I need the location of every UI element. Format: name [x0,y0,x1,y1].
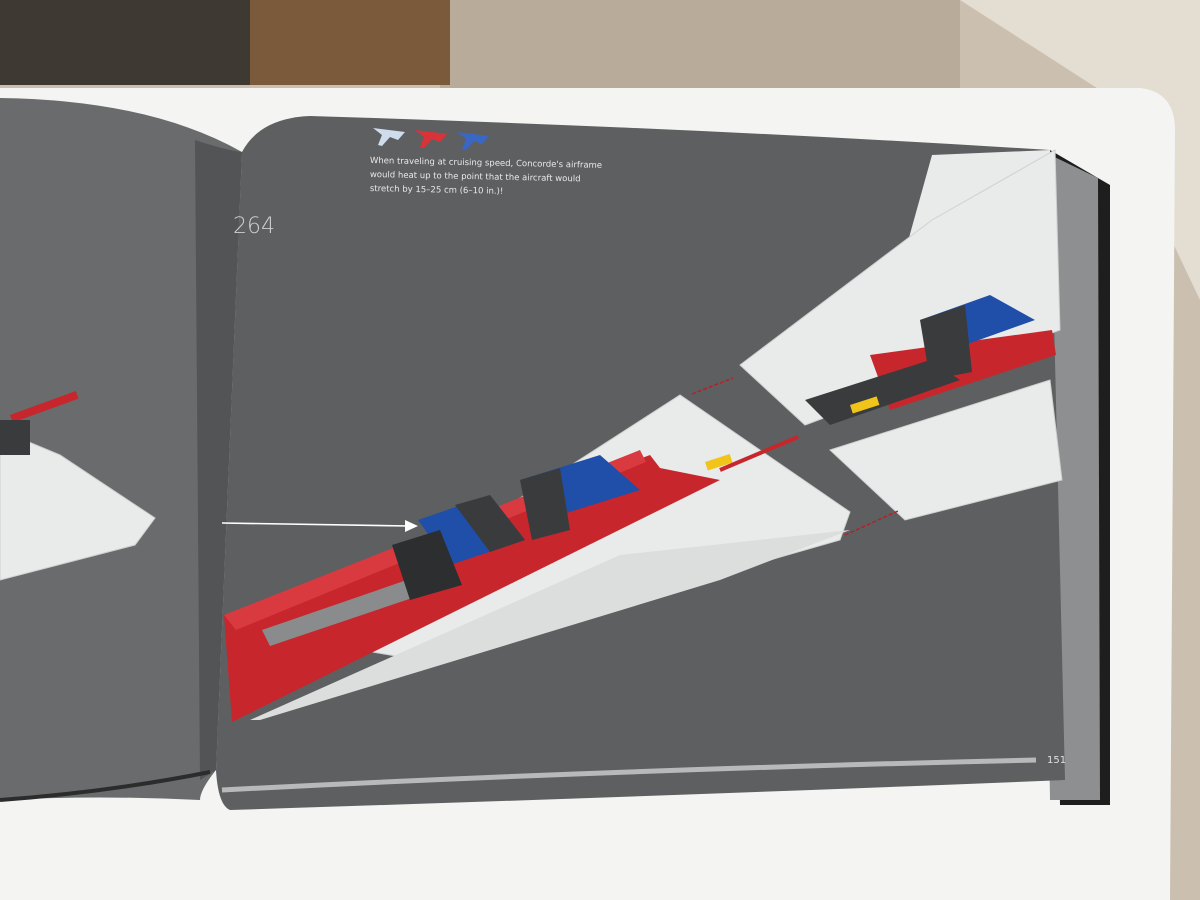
left-model-fragment [0,391,156,581]
right-dark-floor [805,360,960,425]
cardboard-box [250,0,450,85]
left-page-rule [0,770,211,802]
left-page [0,98,242,800]
main-wing-lower [250,530,850,720]
step-number: 264 [233,214,275,239]
main-model [224,394,851,722]
yellow-brick [705,453,733,471]
red-fuselage [224,455,720,722]
blue-jet-icon [457,132,489,150]
left-red-spar [10,391,79,423]
wooden-floor-strip [440,0,960,90]
right-yellow-brick [850,396,880,414]
connector-arrow-lower [844,510,899,536]
dark-brick-cover [455,495,525,552]
gray-stripe [262,572,436,646]
cushion [960,0,1200,300]
red-jet-icon [415,130,447,148]
mid-block-dark [520,468,570,540]
pointer-arrowhead [405,520,418,532]
bottom-rule [221,757,1037,793]
right-dark-block [920,305,972,380]
left-wing-fragment [0,429,156,581]
right-wing-lower [829,379,1063,521]
page-number: 151 [1047,755,1067,766]
cockpit-block [392,530,462,600]
white-jet-icon [373,128,405,146]
pointer-arrow [221,522,411,527]
red-rod [719,435,799,472]
dark-corner [0,0,250,85]
jet-icons-group [373,128,489,150]
connector-arrow-upper [691,377,734,395]
right-model [739,149,1063,521]
left-dark-block [0,420,30,455]
left-page-shadow [195,140,242,780]
